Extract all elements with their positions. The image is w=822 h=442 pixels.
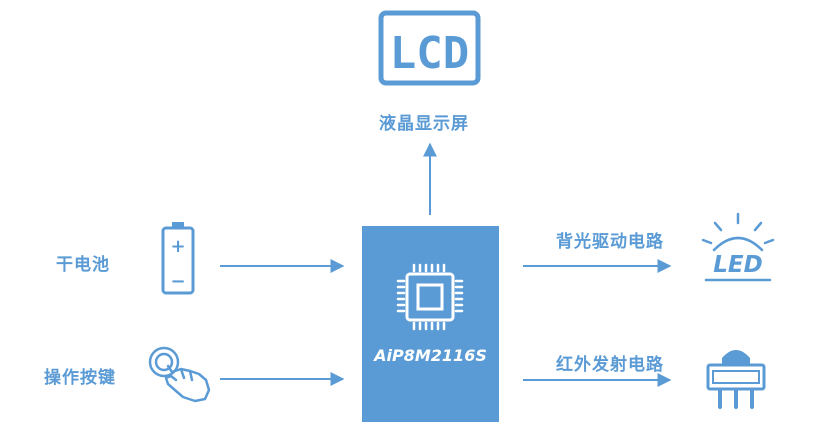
infrared-label: 红外发射电路	[556, 355, 664, 375]
chip-block	[362, 226, 499, 422]
button-label: 操作按键	[44, 368, 116, 388]
chip-label: AiP8M2116S	[374, 346, 487, 365]
touch-hand-icon	[148, 346, 211, 403]
lcd-label: 液晶显示屏	[379, 114, 469, 134]
led-icon-text: LED	[713, 252, 762, 278]
infrared-emitter-icon	[706, 350, 766, 409]
battery-label: 干电池	[56, 255, 110, 275]
backlight-label: 背光驱动电路	[556, 232, 664, 252]
led-icon: LED	[701, 212, 775, 282]
battery-icon: + −	[161, 222, 195, 295]
lcd-icon-text: LCD	[390, 28, 469, 79]
battery-minus: −	[170, 271, 185, 292]
battery-plus: +	[170, 236, 185, 257]
cpu-chip-icon	[396, 263, 464, 331]
lcd-icon: LCD	[378, 10, 481, 86]
